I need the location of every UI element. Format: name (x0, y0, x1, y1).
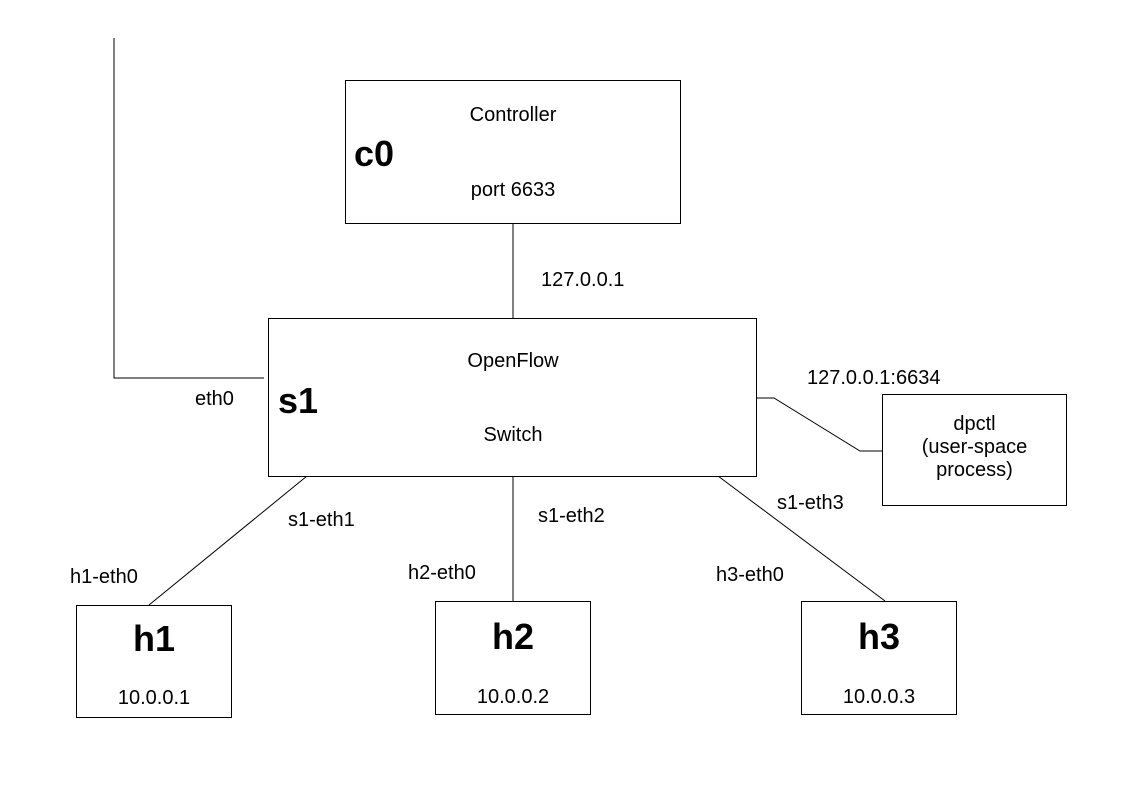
host-name: h2 (491, 616, 535, 657)
host-ip: 10.0.0.2 (476, 686, 550, 708)
switch-title: OpenFlow (467, 350, 559, 372)
eth0-label: eth0 (195, 388, 234, 410)
host-ip: 10.0.0.1 (117, 687, 191, 709)
dpctl-box[interactable]: dpctl (user-space process) (882, 394, 1067, 506)
switch-dpctl-line (756, 397, 882, 452)
host-box-h3[interactable]: h3 10.0.0.3 (801, 601, 957, 715)
switch-box[interactable]: s1 OpenFlow Switch (268, 318, 757, 477)
host-box-h2[interactable]: h2 10.0.0.2 (435, 601, 591, 715)
switch-h3-line (717, 475, 886, 602)
h1-eth0-label: h1-eth0 (70, 566, 138, 588)
host-box-h1[interactable]: h1 10.0.0.1 (76, 605, 232, 718)
dpctl-link-label: 127.0.0.1:6634 (807, 367, 941, 389)
switch-h1-line (148, 475, 308, 606)
switch-subtitle: Switch (483, 424, 543, 446)
controller-switch-link-label: 127.0.0.1 (541, 269, 625, 291)
controller-port: port 6633 (470, 179, 556, 201)
h3-eth0-label: h3-eth0 (716, 564, 784, 586)
host-name: h1 (132, 618, 176, 659)
s1-eth3-label: s1-eth3 (777, 492, 844, 514)
eth0-uplink-line (113, 38, 264, 379)
host-name: h3 (857, 616, 901, 657)
controller-title: Controller (469, 104, 557, 126)
controller-name: c0 (354, 133, 395, 174)
s1-eth2-label: s1-eth2 (538, 505, 605, 527)
dpctl-label: dpctl (user-space process) (921, 413, 1028, 481)
h2-eth0-label: h2-eth0 (408, 562, 476, 584)
controller-box[interactable]: c0 Controller port 6633 (345, 80, 681, 224)
host-ip: 10.0.0.3 (842, 686, 916, 708)
switch-name: s1 (278, 380, 319, 421)
s1-eth1-label: s1-eth1 (288, 509, 355, 531)
